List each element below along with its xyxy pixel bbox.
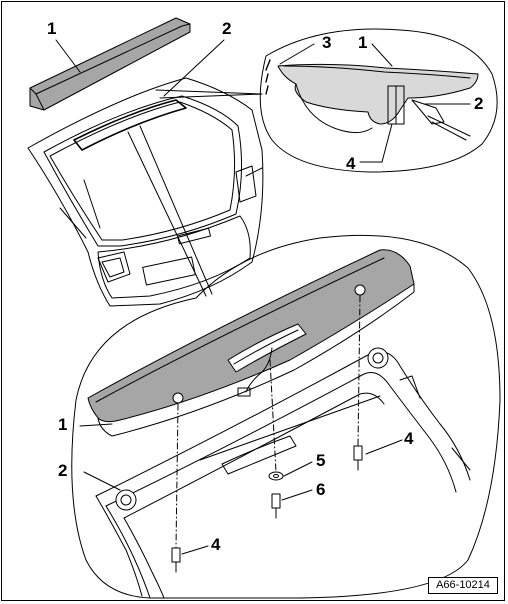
- detail-leader-lines: [279, 43, 471, 163]
- assembly-axis-lines: [175, 295, 361, 549]
- spoiler-part-top: [29, 17, 191, 111]
- callout-2-main: 2: [58, 461, 68, 480]
- callout-4-main-left: 4: [211, 535, 221, 554]
- fastener-screw-left: [171, 547, 181, 573]
- callout-1-main: 1: [58, 415, 68, 434]
- callout-4-main-right: 4: [404, 429, 414, 448]
- callout-5-main: 5: [316, 451, 326, 470]
- callout-3-detail: 3: [322, 33, 332, 52]
- detail-callout-leaders: [79, 423, 403, 555]
- callout-1-detail: 1: [358, 33, 368, 52]
- tailgate-overview: [27, 77, 264, 307]
- callout-1-top-left: 1: [47, 19, 57, 38]
- section-detail-bubble: [259, 28, 498, 173]
- callout-2-detail: 2: [474, 94, 484, 113]
- washer: [268, 471, 284, 481]
- enlarged-detail-bubble: [71, 234, 501, 599]
- callout-6-main: 6: [316, 480, 326, 499]
- fastener-screw-center: [271, 493, 281, 519]
- tailgate-frame-detail: [95, 347, 471, 599]
- figure-reference-code: A66-10214: [428, 577, 498, 594]
- callout-4-detail: 4: [346, 154, 356, 173]
- spoiler-part-detail: [87, 249, 415, 437]
- overview-leader-lines: [55, 39, 263, 297]
- fastener-screw-right: [353, 445, 363, 471]
- callout-2-top-left: 2: [222, 19, 232, 38]
